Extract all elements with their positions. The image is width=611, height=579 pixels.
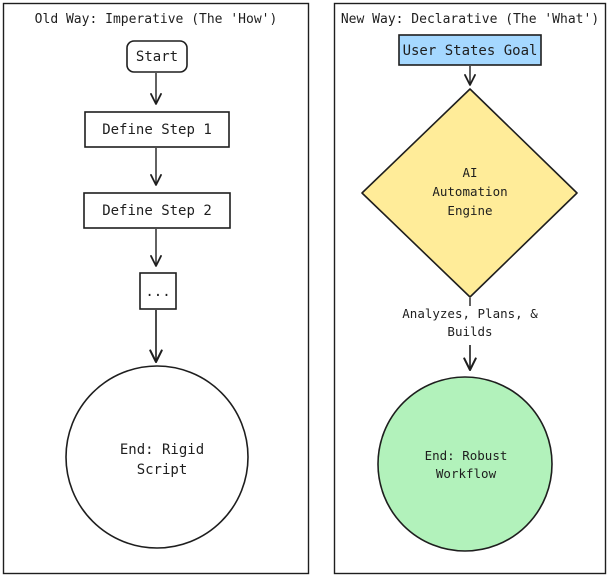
ellipsis-node-label: ... xyxy=(145,284,170,300)
define-step-2-label: Define Step 2 xyxy=(102,203,212,219)
declarative-panel: New Way: Declarative (The 'What') User S… xyxy=(333,2,607,575)
user-states-goal-label: User States Goal xyxy=(403,43,538,59)
imperative-panel-title: Old Way: Imperative (The 'How') xyxy=(35,12,278,27)
robust-end-label-line2: Workflow xyxy=(436,466,497,481)
start-node-label: Start xyxy=(136,49,178,65)
rigid-end-label-line2: Script xyxy=(137,462,188,478)
robust-end-label-line1: End: Robust xyxy=(425,448,508,463)
declarative-panel-frame xyxy=(333,2,607,575)
define-step-2-node xyxy=(83,192,231,229)
engine-edge-label-line2: Builds xyxy=(447,324,492,339)
engine-edge-label-line1: Analyzes, Plans, & xyxy=(402,306,538,321)
imperative-panel: Old Way: Imperative (The 'How') Start De… xyxy=(2,2,310,575)
rigid-end-label-line1: End: Rigid xyxy=(120,442,204,458)
engine-label-line2: Automation xyxy=(432,184,507,199)
define-step-1-node xyxy=(84,111,230,148)
imperative-panel-frame xyxy=(2,2,310,575)
ellipsis-node xyxy=(139,272,177,310)
engine-label-line1: AI xyxy=(462,165,477,180)
ai-automation-engine-node xyxy=(361,88,578,298)
engine-label-line3: Engine xyxy=(447,203,492,218)
user-states-goal-node xyxy=(398,34,542,66)
robust-workflow-end-node xyxy=(377,376,553,552)
start-node xyxy=(126,40,188,73)
define-step-1-label: Define Step 1 xyxy=(102,122,212,138)
rigid-script-end-node xyxy=(65,365,249,549)
declarative-panel-title: New Way: Declarative (The 'What') xyxy=(341,12,599,27)
